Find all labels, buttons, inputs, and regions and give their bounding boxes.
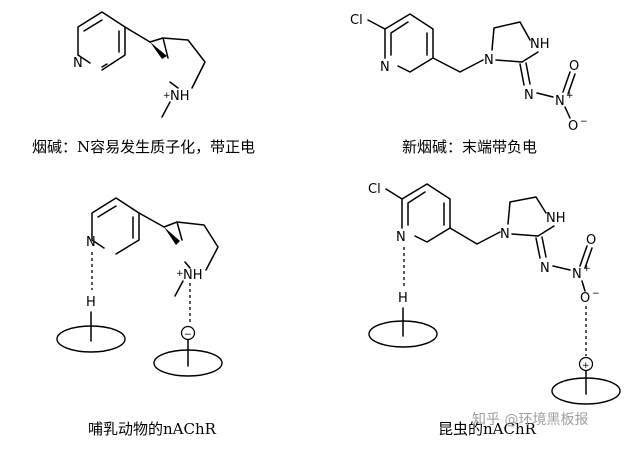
nicotine-binding: N + NH H − (56, 197, 223, 377)
bound-neonic-imine-nitrogen: N (540, 261, 550, 276)
neonic-ring-nitrogen: N (484, 53, 494, 68)
neonic-imidazolidine-ring (491, 21, 531, 63)
bound-nicotine-NH-plus: NH (183, 268, 203, 283)
bound-neonic-nitro-plus: + (583, 264, 591, 274)
bound-neonic-nitro-oxygen-2: O (580, 291, 590, 306)
insect-receptor-hydrogen: H (398, 291, 408, 306)
caption-insect-nachr: 昆虫的nAChR (438, 420, 537, 438)
bound-neonic-ring-nitrogen: N (500, 227, 510, 242)
neonicotinoid-structure: Cl N N NH N N + O O − (350, 13, 588, 134)
neonic-imine-nitrogen: N (524, 88, 534, 103)
bound-neonic-chlorine: Cl (368, 182, 381, 197)
caption-nicotine: 烟碱：N容易发生质子化，带正电 (32, 138, 255, 156)
neonic-chlorine: Cl (350, 13, 363, 28)
nicotine-structure: N + NH (73, 11, 206, 118)
nicotine-pyrrolidine-ring (149, 37, 206, 89)
neonic-NH: NH (530, 37, 550, 52)
nicotine-charge-plus: + (163, 91, 171, 101)
neonic-pyridine-ring (384, 13, 434, 73)
neonicotinoid-binding: Cl N N NH N N + O O − H + (368, 182, 621, 405)
neonic-nitro-oxygen-2: O (568, 119, 578, 134)
neonic-nitro-plus: + (566, 91, 574, 101)
nicotine-methyl (161, 101, 171, 118)
mammal-receptor-hydrogen: H (86, 295, 96, 310)
bound-nicotine-nitrogen: N (86, 235, 96, 250)
bound-neonic-nitro-nitrogen: N (572, 267, 582, 282)
nicotine-pyridine-nitrogen: N (73, 56, 83, 71)
neonic-pyridine-nitrogen: N (380, 60, 390, 75)
bound-nicotine-plus: + (176, 269, 184, 279)
watermark: 知乎 @环境黑板报 (472, 411, 588, 428)
bound-neonic-nitro-oxygen-1: O (586, 233, 596, 248)
neonic-oxygen-minus: − (580, 117, 588, 127)
neonic-nitro-nitrogen: N (555, 94, 565, 109)
svg-text:+: + (582, 361, 590, 371)
neonic-nitro-oxygen-1: O (569, 59, 579, 74)
nicotine-NH-plus: NH (170, 89, 190, 104)
svg-text:−: − (184, 330, 192, 340)
caption-mammal-nachr: 哺乳动物的nAChR (88, 420, 217, 438)
nicotine-pyridine-ring (77, 11, 126, 71)
bound-neonic-oxygen-minus: − (592, 289, 600, 299)
bound-neonic-NH: NH (546, 211, 566, 226)
caption-neonicotinoid: 新烟碱：末端带负电 (402, 138, 537, 156)
bound-neonic-pyridine-nitrogen: N (396, 230, 406, 245)
